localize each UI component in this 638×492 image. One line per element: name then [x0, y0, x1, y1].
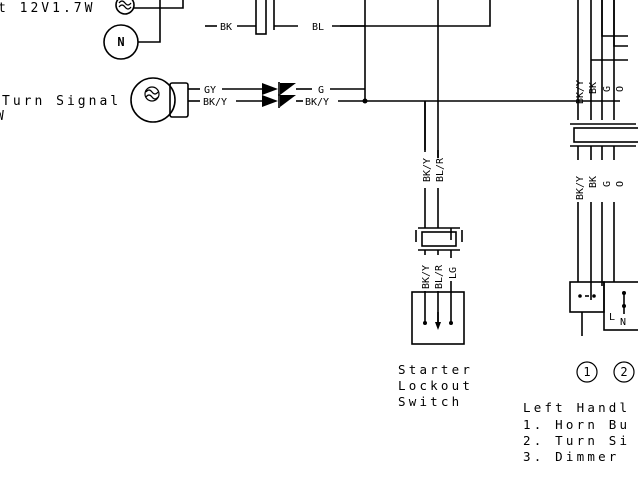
switch-leads-top — [424, 250, 452, 258]
wire-label-g: G — [318, 85, 324, 96]
wire-label-gy: GY — [204, 85, 216, 96]
starter-lockout-line-1: Starter — [398, 362, 473, 377]
starter-lockout-line-2: Lockout — [398, 378, 473, 393]
diode-icon — [262, 82, 296, 108]
turn-signal-label: Turn Signal — [2, 94, 121, 109]
rh-label-bk-1: BK — [588, 82, 599, 94]
wire-label-bl-r-down: BL/R — [435, 157, 446, 182]
lamp-wire — [134, 0, 184, 9]
rh-label-bk-y-1: BK/Y — [575, 80, 586, 104]
turn-signal-rating: W — [0, 109, 7, 124]
switch-marker-l: L — [609, 312, 615, 323]
turn-signal-lamp-icon — [130, 77, 189, 123]
wire-label-bk-top: BK — [220, 22, 232, 33]
neutral-indicator-label: N — [117, 35, 124, 49]
rh-wires-mid-a — [577, 146, 615, 160]
rh-label-o-2: O — [615, 181, 626, 187]
junction-dot — [362, 98, 368, 104]
wire-label-bl-top: BL — [312, 22, 324, 33]
rh-wires-upper — [577, 0, 615, 120]
wire-label-bk-y-right: BK/Y — [305, 97, 329, 108]
rh-label-bk-y-2: BK/Y — [575, 176, 586, 200]
rh-wires-lower — [577, 202, 615, 300]
circled-number-1: 1 — [583, 365, 590, 379]
rh-label-bk-2: BK — [588, 176, 599, 188]
wire-label-bk-y-sw: BK/Y — [421, 265, 432, 289]
starter-lockout-switch — [411, 291, 465, 345]
wire-label-bk-y-down: BK/Y — [422, 158, 433, 182]
rh-label-g-1: G — [602, 86, 613, 92]
legend-title: Left Handl — [523, 400, 630, 415]
handlebar-switch-box — [569, 281, 638, 336]
wire-label-bl-r-sw: BL/R — [434, 264, 445, 289]
starter-connector — [415, 227, 463, 251]
lamp-rating-text: t 12V1.7W — [0, 1, 95, 16]
circled-number-2: 2 — [620, 365, 627, 379]
top-connector — [255, 0, 275, 35]
legend-item-1: 1. Horn Bu — [523, 417, 630, 432]
switch-marker-n: N — [620, 317, 626, 328]
circled-number-1-icon — [576, 361, 598, 383]
rh-label-g-2: G — [602, 181, 613, 187]
rh-wires-top-branches — [601, 0, 628, 47]
legend-item-2: 2. Turn Si — [523, 433, 630, 448]
wire-label-lg-sw: LG — [448, 267, 459, 279]
neutral-wire — [138, 0, 161, 43]
trunk-line-3 — [340, 0, 491, 27]
starter-lockout-line-3: Switch — [398, 394, 462, 409]
rh-connector — [570, 123, 638, 147]
rh-label-o-1: O — [615, 86, 626, 92]
legend-item-3: 3. Dimmer — [523, 449, 620, 464]
circled-number-2-icon — [613, 361, 635, 383]
wire-label-bk-y-left: BK/Y — [203, 97, 227, 108]
lamp-icon — [115, 0, 135, 15]
